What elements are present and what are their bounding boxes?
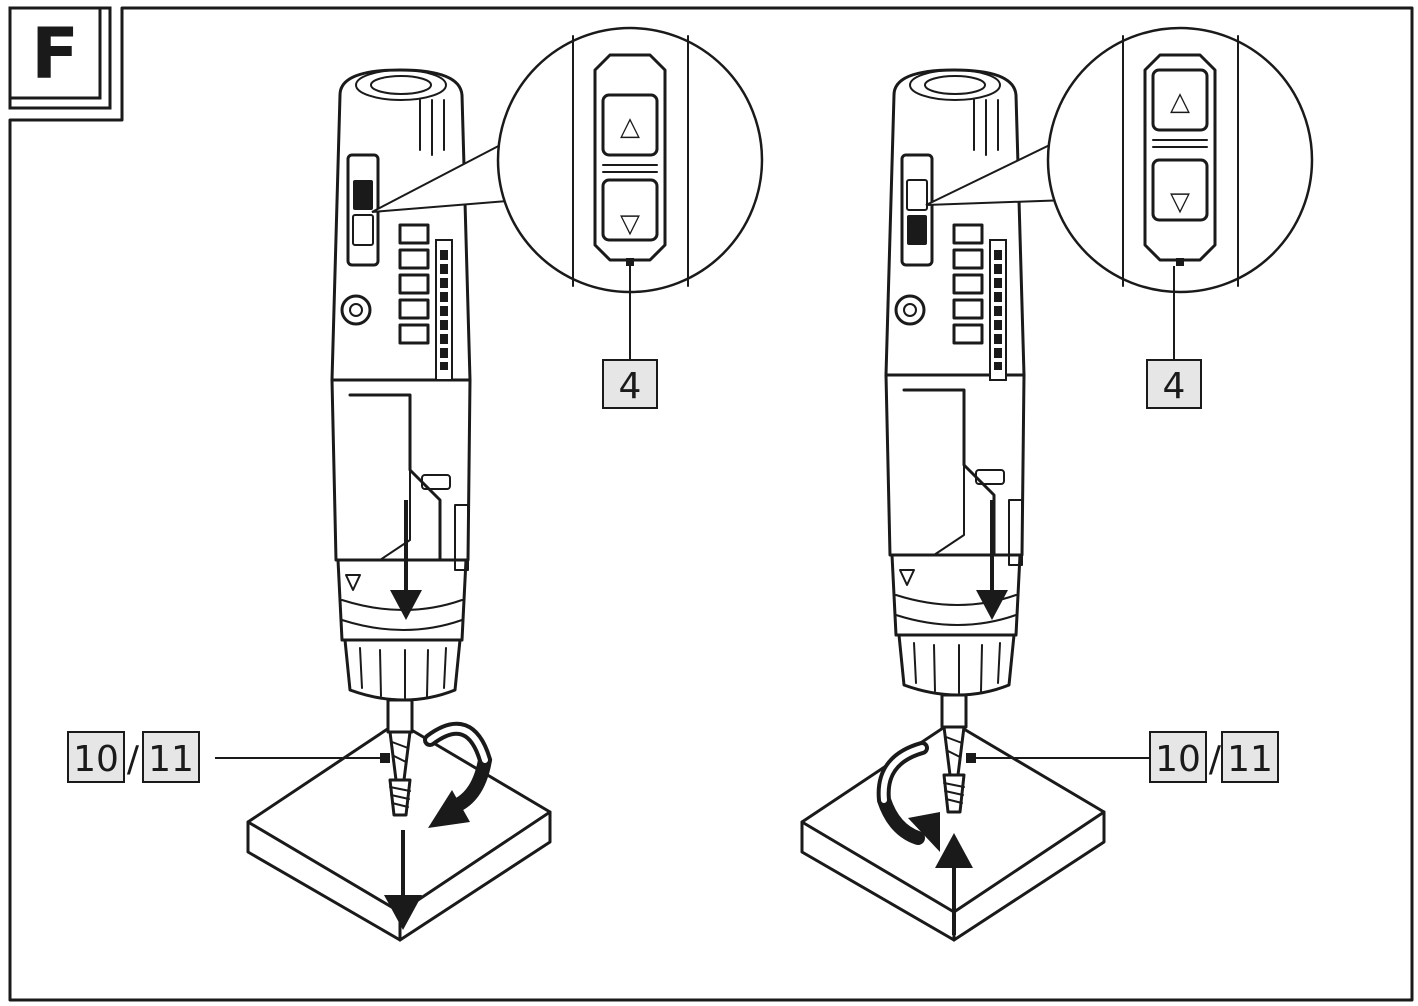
switch-up-symbol: △ bbox=[1170, 87, 1190, 117]
part-label-bit-a: 10 bbox=[1155, 739, 1201, 780]
figure-frame: F bbox=[8, 6, 1414, 1002]
part-label-switch: 4 bbox=[1146, 266, 1202, 409]
part-label-bit-sep: / bbox=[1209, 739, 1222, 780]
part-label-bit-b: 11 bbox=[148, 739, 194, 780]
right-panel: △ ▽ 4 10 / 11 bbox=[800, 26, 1314, 942]
brand-mark bbox=[989, 239, 1007, 381]
rotate-clockwise-icon bbox=[423, 721, 493, 828]
magnifier-callout-icon: △ ▽ bbox=[925, 26, 1314, 294]
wood-block-icon bbox=[246, 720, 552, 942]
part-label-switch-text: 4 bbox=[619, 366, 642, 407]
magnifier-callout-icon: △ ▽ bbox=[371, 26, 764, 294]
part-label-bit-a: 10 bbox=[73, 739, 119, 780]
part-label-switch: 4 bbox=[602, 266, 658, 409]
part-label-switch-text: 4 bbox=[1163, 366, 1186, 407]
down-arrow-icon bbox=[384, 830, 422, 930]
screw-icon bbox=[388, 778, 412, 817]
switch-up-symbol: △ bbox=[620, 112, 640, 142]
rotate-counterclockwise-icon bbox=[876, 741, 940, 852]
part-label-bit-b: 11 bbox=[1227, 739, 1273, 780]
push-down-arrow-icon bbox=[390, 500, 422, 620]
screwdriver-icon bbox=[330, 68, 472, 782]
part-label-bit-sep: / bbox=[127, 739, 140, 780]
screw-icon bbox=[942, 773, 966, 814]
figure-letter: F bbox=[31, 13, 79, 95]
part-label-bit: 10 / 11 bbox=[67, 731, 390, 783]
left-panel: △ ▽ 4 10 / 11 bbox=[67, 26, 764, 942]
screwdriver-icon bbox=[884, 68, 1026, 777]
switch-down-symbol: ▽ bbox=[620, 209, 640, 239]
push-down-arrow-icon bbox=[976, 500, 1008, 620]
switch-down-symbol: ▽ bbox=[1170, 187, 1190, 217]
brand-mark bbox=[435, 239, 453, 381]
up-arrow-icon bbox=[935, 833, 973, 935]
part-label-bit: 10 / 11 bbox=[966, 731, 1279, 783]
